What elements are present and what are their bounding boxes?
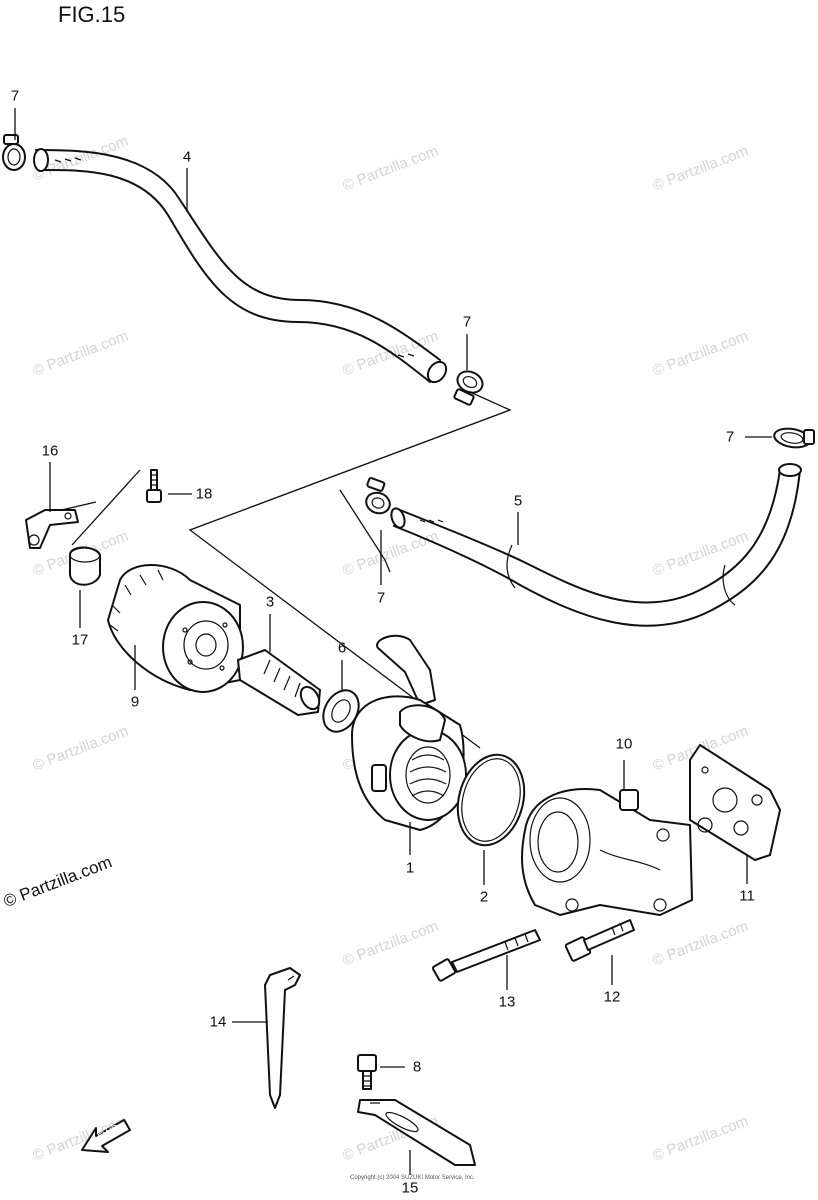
callout-3: 3 <box>265 593 275 611</box>
oil-cooler-1 <box>351 634 467 831</box>
callout-17: 17 <box>71 631 89 649</box>
callout-12: 12 <box>603 988 621 1006</box>
oil-filter-9 <box>107 564 244 693</box>
assembly-lines <box>39 391 512 749</box>
copyright-note: Copyright (c) 2004 SUZUKI Motor Service,… <box>350 1175 475 1181</box>
clamp-7a <box>2 134 26 171</box>
hose-5 <box>390 463 802 627</box>
clamp-7d <box>365 477 391 515</box>
fwd-arrow-icon <box>81 1119 131 1153</box>
gasket-11 <box>689 744 781 861</box>
callout-7: 7 <box>462 313 472 331</box>
bolt-13 <box>431 929 541 982</box>
callout-5: 5 <box>513 492 523 510</box>
figure-title: FIG.15 <box>58 2 126 27</box>
callout-13: 13 <box>498 993 516 1011</box>
clamp-7b <box>453 370 484 406</box>
callout-2: 2 <box>479 888 489 906</box>
clamp-7c <box>773 427 815 449</box>
o-ring-2 <box>456 753 526 847</box>
union-bolt-3 <box>237 649 321 716</box>
callout-18: 18 <box>195 485 213 503</box>
leader-lines <box>14 108 772 1175</box>
callout-7: 7 <box>10 87 20 105</box>
callout-1: 1 <box>405 859 415 877</box>
callout-9: 9 <box>130 693 140 711</box>
bolt-8 <box>357 1054 377 1090</box>
callout-7: 7 <box>376 589 386 607</box>
callout-14: 14 <box>209 1013 227 1031</box>
callout-4: 4 <box>182 148 192 166</box>
callout-16: 16 <box>41 442 59 460</box>
callout-10: 10 <box>615 735 633 753</box>
cap-17 <box>69 546 101 586</box>
callout-8: 8 <box>412 1058 422 1076</box>
bracket-16 <box>25 509 79 549</box>
bolt-18 <box>146 469 162 503</box>
callout-7: 7 <box>725 428 735 446</box>
clamp-14 <box>264 967 301 1109</box>
housing-10 <box>521 788 693 916</box>
bracket-15 <box>357 1099 476 1166</box>
callout-15: 15 <box>401 1179 419 1197</box>
bolt-12 <box>564 919 635 962</box>
callout-11: 11 <box>739 887 755 905</box>
hose-4 <box>33 148 448 384</box>
callout-6: 6 <box>337 639 347 657</box>
